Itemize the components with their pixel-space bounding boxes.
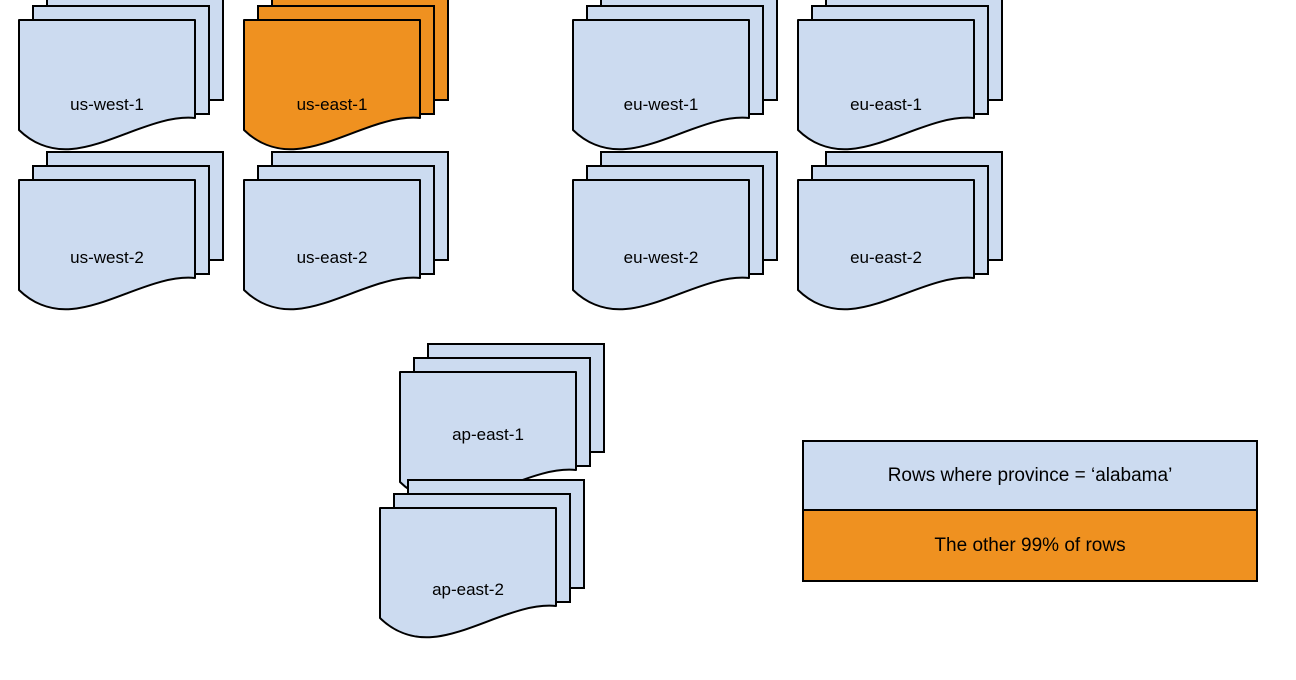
region-stack-us-west-1[interactable] bbox=[17, 0, 227, 154]
region-stack-eu-west-1[interactable] bbox=[571, 0, 781, 154]
region-stack-us-east-2[interactable] bbox=[242, 150, 452, 314]
region-stack-eu-east-2[interactable] bbox=[796, 150, 1006, 314]
region-stack-us-east-1[interactable] bbox=[242, 0, 452, 154]
region-stack-ap-east-2[interactable] bbox=[378, 478, 588, 642]
region-stack-ap-east-1[interactable] bbox=[398, 342, 608, 506]
legend-row-other-text: The other 99% of rows bbox=[934, 534, 1126, 556]
legend-row-alabama-text: Rows where province = ‘alabama’ bbox=[887, 464, 1173, 486]
region-stack-us-west-2[interactable] bbox=[17, 150, 227, 314]
legend: Rows where province = ‘alabama’ The other… bbox=[802, 440, 1258, 582]
legend-row-alabama: Rows where province = ‘alabama’ bbox=[804, 442, 1256, 511]
region-stack-eu-east-1[interactable] bbox=[796, 0, 1006, 154]
legend-row-other: The other 99% of rows bbox=[804, 511, 1256, 580]
region-stack-eu-west-2[interactable] bbox=[571, 150, 781, 314]
